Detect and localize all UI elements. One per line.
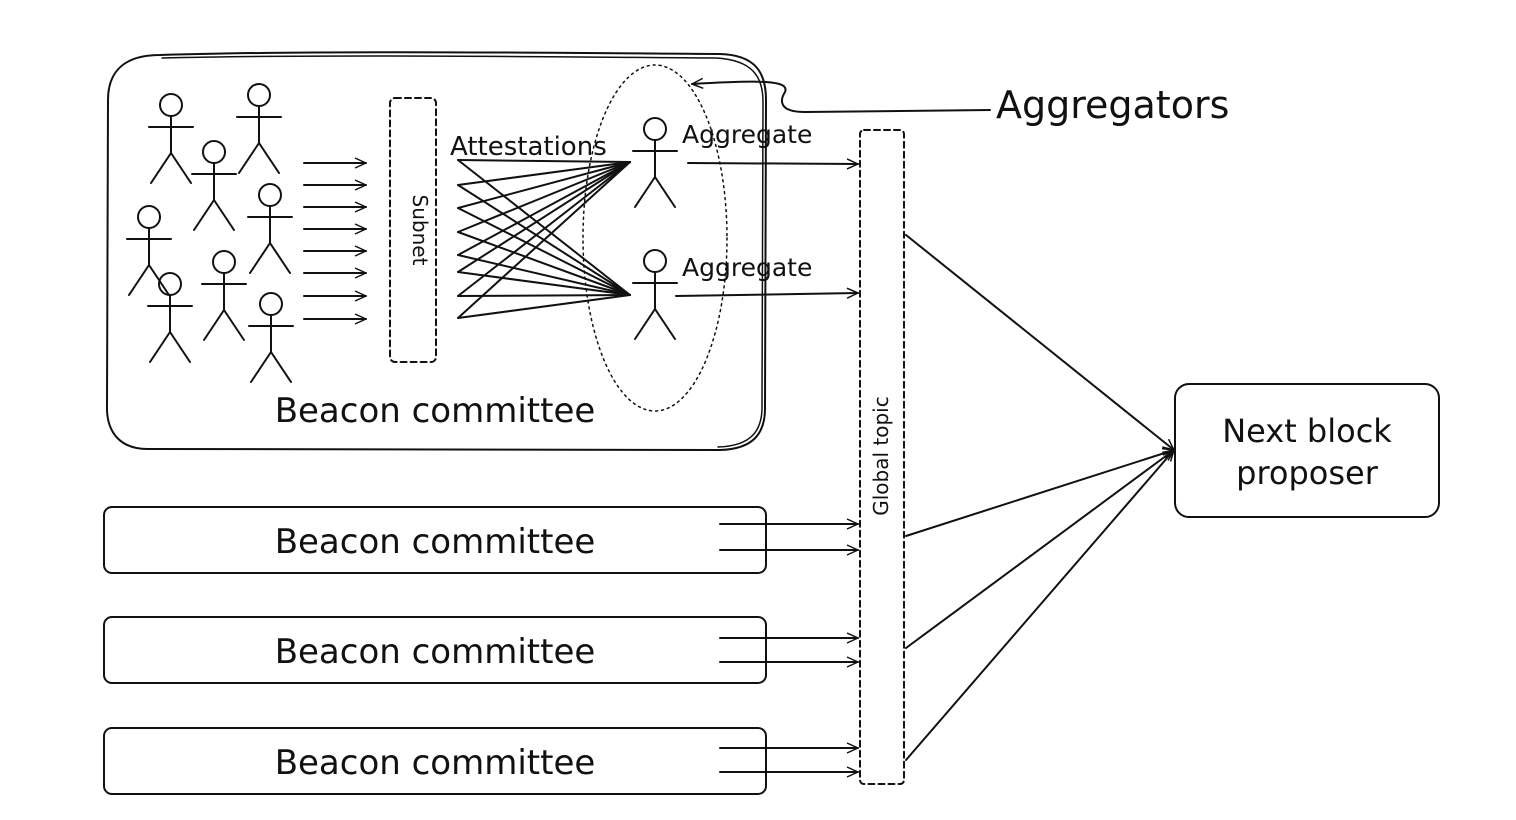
committee-to-topic-arrows (719, 518, 859, 778)
aggregate-label-1: Aggregate (682, 120, 812, 149)
subnet: Subnet (389, 97, 437, 363)
proposer-label-line2: proposer (1236, 454, 1379, 492)
beacon-committee-4: Beacon committee (103, 727, 767, 795)
attestation-line (457, 161, 631, 233)
attestation-line (457, 294, 631, 319)
aggregator-group (632, 117, 678, 340)
attestation-line (457, 159, 631, 163)
main-committee-label: Beacon committee (275, 391, 596, 431)
proposer-line (905, 449, 1175, 761)
main-beacon-committee: Beacon committee (105, 51, 767, 451)
aggregate-label-2: Aggregate (682, 253, 812, 282)
proposer-line (905, 447, 1175, 537)
beacon-committee-2-label: Beacon committee (275, 522, 596, 562)
attestation-line (457, 159, 631, 296)
aggregate-arrow-2 (675, 287, 859, 299)
beacon-committee-4-label: Beacon committee (275, 743, 596, 783)
validator-figure (248, 292, 294, 383)
proposer-line (905, 449, 1175, 649)
proposer-label-line1: Next block (1222, 412, 1392, 450)
attestation-line (457, 161, 631, 273)
proposer-line (905, 234, 1175, 451)
aggregators-label: Aggregators (996, 83, 1229, 127)
beacon-committee-2: Beacon committee (103, 506, 767, 574)
validator-figure (147, 272, 193, 363)
validator-figure (201, 250, 247, 341)
attestation-line (457, 231, 631, 296)
validator-figure (126, 205, 172, 296)
attestation-line (457, 161, 631, 297)
validator-figure (236, 83, 282, 174)
subnet-label: Subnet (408, 195, 432, 266)
beacon-committee-3-label: Beacon committee (275, 632, 596, 672)
attestation-lines (457, 159, 631, 319)
attestation-line (457, 294, 631, 297)
beacon-committee-3: Beacon committee (103, 616, 767, 684)
global-topic-label: Global topic (869, 396, 893, 515)
attestation-line (457, 254, 631, 296)
attestation-line (457, 161, 631, 186)
attestation-line (457, 207, 631, 296)
aggregate-arrow-1 (687, 158, 859, 170)
validator-group (126, 83, 294, 383)
attestation-line (457, 161, 631, 256)
validator-to-subnet-arrows (303, 157, 367, 325)
aggregators-ellipse (582, 64, 728, 412)
aggregator-figure (632, 249, 678, 340)
aggregators-callout: Aggregators (691, 77, 1229, 127)
attestation-line (457, 161, 631, 319)
next-block-proposer: Next block proposer (1174, 383, 1440, 518)
validator-figure (148, 93, 194, 184)
global-topic: Global topic (859, 129, 905, 785)
aggregator-figure (632, 117, 678, 208)
validator-figure (191, 140, 237, 231)
validator-figure (247, 183, 293, 274)
attestation-line (457, 161, 631, 209)
attestation-line (457, 271, 631, 296)
attestations-label: Attestations (450, 132, 607, 162)
topic-to-proposer-lines (905, 234, 1175, 761)
